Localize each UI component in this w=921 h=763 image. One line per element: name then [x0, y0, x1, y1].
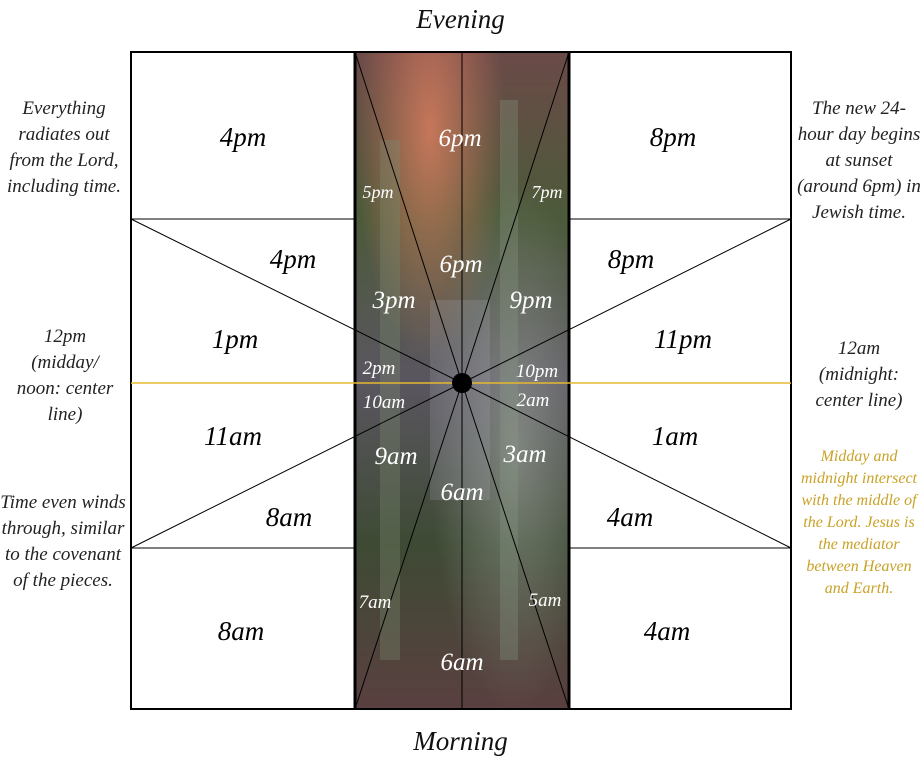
cell-left-mid-upper: 1pm [212, 324, 259, 354]
right-note-mediator: Midday and midnight intersect with the m… [801, 448, 917, 597]
cell-left-bottom: 8am [218, 616, 265, 646]
right-note-midnight: 12am (midnight: center line) [815, 338, 903, 411]
title-morning: Morning [413, 726, 508, 756]
center-mid-bottom-6am: 6am [440, 479, 483, 506]
cell-right-mid-lower: 1am [652, 421, 699, 451]
center-top-6pm: 6pm [438, 125, 481, 152]
center-9pm: 9pm [509, 287, 552, 314]
center-3am: 3am [502, 441, 546, 468]
grid-lines [130, 51, 792, 710]
center-point [452, 373, 472, 393]
center-5am: 5am [529, 590, 562, 611]
center-10pm: 10pm [516, 361, 558, 382]
cell-left-top: 4pm [220, 122, 267, 152]
center-9am: 9am [374, 443, 417, 470]
cell-left-mid-lower: 11am [204, 421, 262, 451]
cell-right-top: 8pm [650, 122, 697, 152]
left-note-winds: Time even winds through, similar to the … [0, 492, 126, 591]
center-2am: 2am [517, 390, 550, 411]
center-7pm: 7pm [532, 182, 563, 202]
right-note-sunset: The new 24-hour day begins at sunset (ar… [797, 98, 921, 223]
cell-right-mid-upper: 11pm [654, 324, 712, 354]
cell-left-lower: 8am [266, 502, 313, 532]
center-3pm: 3pm [371, 287, 415, 314]
center-7am: 7am [359, 592, 392, 613]
cell-right-lower: 4am [607, 502, 654, 532]
cell-right-bottom: 4am [644, 616, 691, 646]
left-note-midday: 12pm (midday/ noon: center line) [16, 326, 114, 425]
title-evening: Evening [416, 4, 505, 34]
cell-left-upper: 4pm [270, 244, 317, 274]
center-mid-top-6pm: 6pm [439, 251, 482, 278]
left-note-radiates: Everything radiates out from the Lord, i… [7, 98, 121, 197]
center-5pm: 5pm [363, 182, 394, 202]
center-10am: 10am [363, 392, 405, 413]
thin-lines [130, 51, 792, 710]
cell-right-upper: 8pm [608, 244, 655, 274]
center-2pm: 2pm [363, 358, 396, 379]
center-bottom-6am: 6am [440, 649, 483, 676]
